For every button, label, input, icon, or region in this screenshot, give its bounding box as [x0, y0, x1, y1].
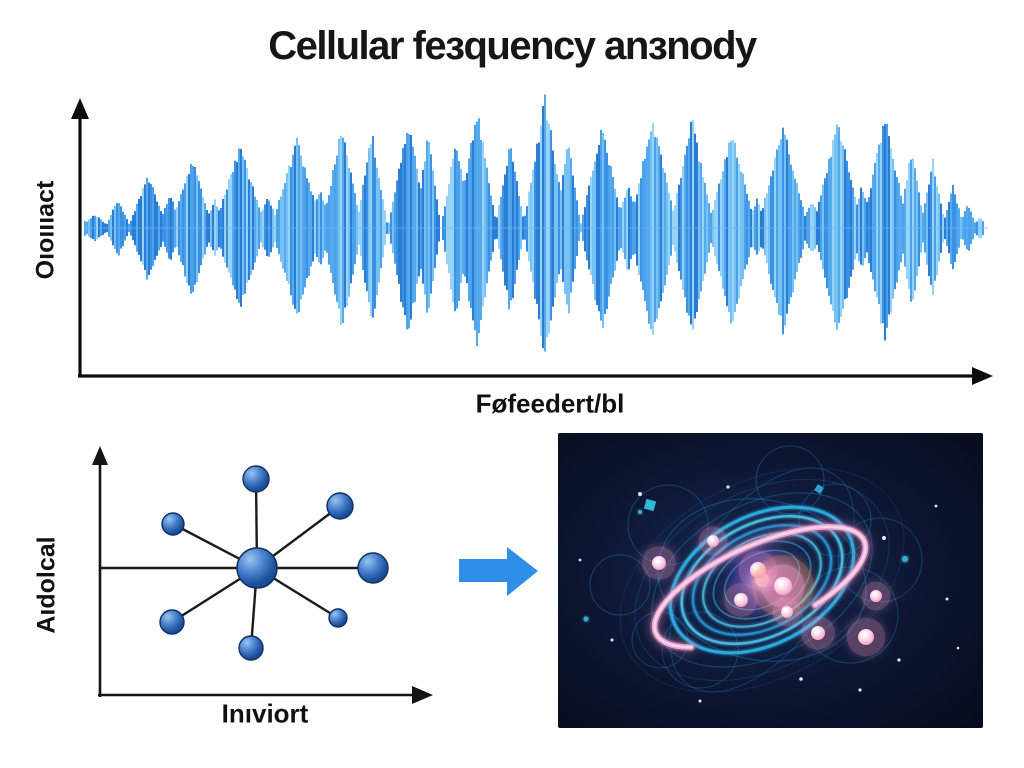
network-axes	[92, 446, 433, 704]
atom-square-particle	[814, 484, 824, 494]
transform-arrow-icon	[459, 547, 538, 596]
network-node	[242, 465, 270, 493]
atom-electron-orb	[698, 526, 728, 556]
network-node	[326, 492, 354, 520]
network-hub-node	[236, 547, 278, 589]
atom-electron-orb	[772, 597, 802, 627]
atom-illustration	[578, 445, 960, 703]
waveform-plot	[71, 94, 993, 385]
atom-electron-orb	[724, 583, 758, 617]
atom-electron-orb	[861, 581, 891, 611]
network-node	[161, 512, 185, 536]
network-x-axis-label: Inıviort	[221, 698, 309, 729]
atom-electron-orb	[752, 555, 814, 617]
atom-electron-orb	[846, 617, 886, 657]
network-node	[238, 635, 264, 661]
page-title: Cellular feɜquency anɜnody	[268, 24, 757, 68]
network-node	[328, 608, 348, 628]
network-node	[159, 609, 185, 635]
waveform-axes-y-arrowhead-icon	[71, 98, 89, 119]
waveform-y-axis-label: Oıoıııact	[31, 180, 60, 280]
waveform-x-axis-label: Føfeedert/bl	[475, 388, 625, 419]
waveform-spikes	[84, 94, 984, 352]
atom-electron-orb	[801, 616, 835, 650]
network-plot	[92, 446, 433, 704]
atom-panel	[558, 433, 983, 728]
waveform-axes-x-arrowhead-icon	[972, 367, 993, 385]
network-axes-x-arrowhead-icon	[412, 686, 433, 704]
atom-electron-orb	[642, 546, 676, 580]
network-node	[357, 552, 389, 584]
atom-sparkles	[578, 485, 960, 703]
atom-square-particle	[643, 498, 657, 512]
waveform-axes	[71, 98, 993, 385]
network-y-axis-label: Aıdolcal	[32, 536, 61, 634]
atom-ribbon	[649, 522, 871, 652]
network-axes-y-arrowhead-icon	[92, 446, 108, 465]
